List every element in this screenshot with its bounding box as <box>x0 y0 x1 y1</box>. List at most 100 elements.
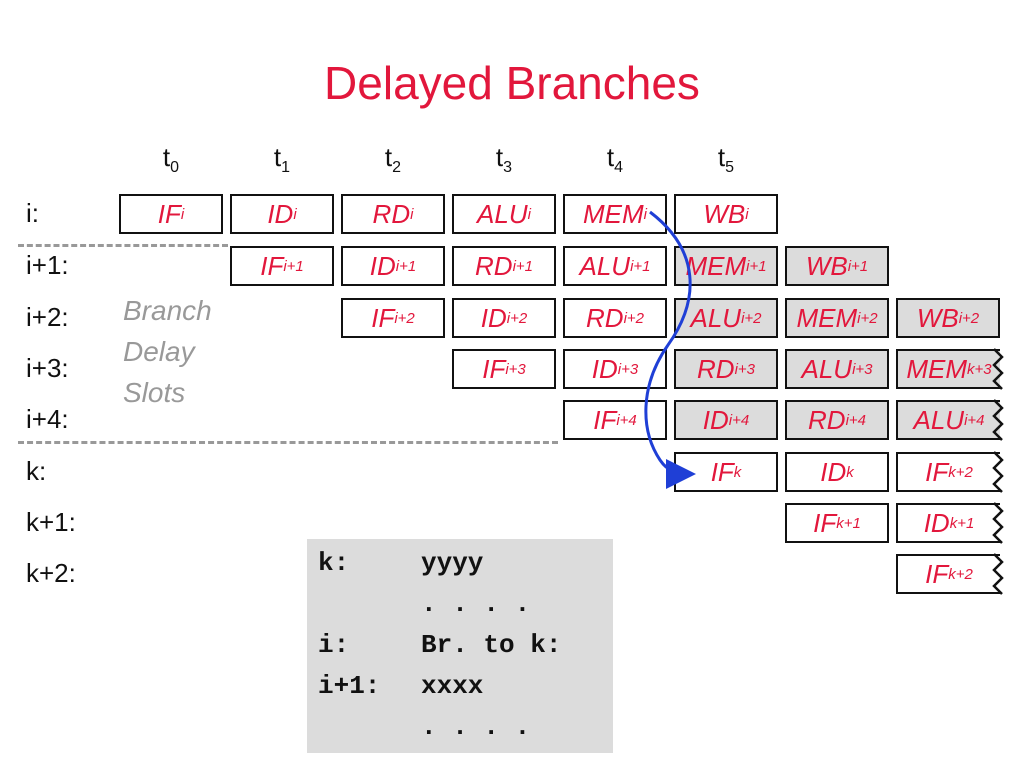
slots-line-2: Delay <box>123 336 195 367</box>
stage-name: MEM <box>685 250 747 281</box>
stage-name: MEM <box>796 302 858 333</box>
stage-subscript: i <box>643 205 647 223</box>
branch-delay-slots-label: Branch Delay Slots <box>123 290 212 413</box>
time-label-5: t5 <box>696 142 756 177</box>
code-line-label: k: <box>318 548 350 578</box>
time-label-name: t <box>717 142 726 172</box>
stage-name: IF <box>710 456 734 487</box>
stage-subscript: k+2 <box>948 565 973 583</box>
stage-subscript: i+3 <box>852 360 873 378</box>
stage-subscript: i+2 <box>506 309 528 327</box>
stage-subscript: i+2 <box>857 309 878 327</box>
branch-target-arrow <box>644 210 696 489</box>
stage-name: RD <box>475 250 513 281</box>
torn-edge <box>992 348 1004 390</box>
instruction-label: k+1: <box>26 507 76 537</box>
stage-name: ALU <box>690 302 742 333</box>
time-label-subscript: 4 <box>614 159 624 177</box>
stage-name: MEM <box>906 353 968 384</box>
stage-name: IF <box>157 198 181 229</box>
instruction-label: k+2: <box>26 558 76 588</box>
stage-subscript: i+4 <box>728 411 750 429</box>
torn-edge <box>992 451 1004 493</box>
code-line-text: yyyy <box>421 548 484 578</box>
stage-name: ALU <box>913 404 965 435</box>
time-label-subscript: 0 <box>170 159 180 177</box>
stage-name: ALU <box>477 198 528 229</box>
time-label-subscript: 3 <box>503 159 513 177</box>
stage-subscript: k+1 <box>836 514 861 532</box>
stage-subscript: i+2 <box>741 309 762 327</box>
stage-subscript: i+3 <box>617 360 639 378</box>
stage-name: ID <box>820 456 847 487</box>
stage-subscript: i+4 <box>845 411 866 429</box>
time-label-2: t2 <box>363 142 423 177</box>
delay-slot-bottom-divider <box>18 441 558 444</box>
time-label-1: t1 <box>252 142 312 177</box>
code-line-text: Br. to k: <box>421 630 562 660</box>
stage-subscript: i+3 <box>505 360 526 378</box>
stage-name: IF <box>371 302 395 333</box>
instruction-label: i+3: <box>26 353 69 383</box>
time-label-name: t <box>273 142 282 172</box>
delay-slot-top-divider <box>18 244 228 247</box>
stage-subscript: i+4 <box>964 411 985 429</box>
stage-subscript: i+2 <box>958 309 980 327</box>
stage-subscript: k <box>846 463 854 481</box>
stage-subscript: i+1 <box>630 257 651 275</box>
stage-name: ID <box>591 353 618 384</box>
stage-name: ID <box>702 404 729 435</box>
instruction-label: i+1: <box>26 250 69 280</box>
stage-subscript: i+1 <box>283 257 304 275</box>
stage-name: WB <box>703 198 746 229</box>
code-line-text: . . . . <box>421 712 531 742</box>
stage-name: ID <box>267 198 294 229</box>
code-listing <box>307 539 613 753</box>
slots-line-3: Slots <box>123 377 186 408</box>
stage-name: IF <box>925 558 949 589</box>
code-line-text: . . . . <box>421 589 531 619</box>
stage-name: RD <box>808 404 846 435</box>
stage-subscript: i <box>293 205 297 223</box>
time-label-name: t <box>162 142 171 172</box>
stage-name: ALU <box>801 353 853 384</box>
stage-name: IF <box>482 353 506 384</box>
stage-name: WB <box>805 250 848 281</box>
stage-subscript: i+4 <box>616 411 637 429</box>
time-label-subscript: 2 <box>392 159 402 177</box>
stage-name: IF <box>593 404 617 435</box>
stage-name: IF <box>813 507 837 538</box>
time-label-name: t <box>606 142 615 172</box>
time-label-name: t <box>384 142 393 172</box>
stage-subscript: k+3 <box>967 360 992 378</box>
stage-subscript: i <box>527 205 531 223</box>
time-label-3: t3 <box>474 142 534 177</box>
stage-subscript: k+2 <box>948 463 973 481</box>
stage-subscript: i <box>180 205 185 223</box>
stage-name: RD <box>586 302 624 333</box>
